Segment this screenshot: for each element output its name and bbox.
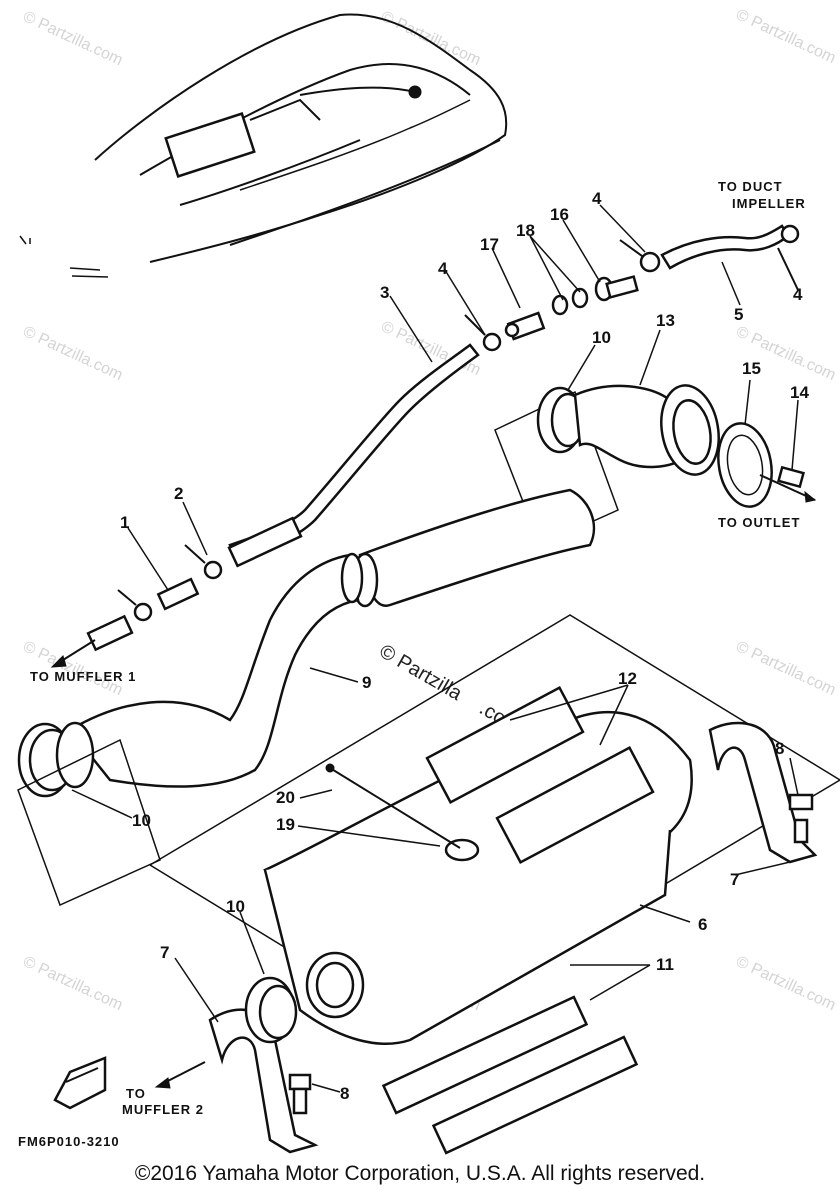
callout-numbers: 1 2 3 4 4 4 5 6 7 7 8 8 9 10 10 10 11 12… (120, 189, 809, 1103)
callout-1: 1 (120, 513, 129, 532)
callout-18: 18 (516, 221, 535, 240)
callout-8: 8 (340, 1084, 349, 1103)
watermark: © Partzilla.com (20, 8, 125, 69)
callout-4: 4 (438, 259, 448, 278)
small-fittings (50, 544, 223, 668)
callout-7: 7 (730, 870, 739, 889)
exhaust-hose (17, 488, 596, 907)
callout-4: 4 (793, 285, 803, 304)
callout-6: 6 (698, 915, 707, 934)
callout-3: 3 (380, 283, 389, 302)
callout-7: 7 (160, 943, 169, 962)
copyright-notice: ©2016 Yamaha Motor Corporation, U.S.A. A… (134, 1162, 706, 1185)
watermark: © Partzilla.com (20, 953, 125, 1014)
diagram-code: FM6P010-3210 (18, 1134, 120, 1149)
watermark: © Partzilla.com (733, 6, 838, 67)
watercraft-illustration (19, 13, 508, 278)
callout-16: 16 (550, 205, 569, 224)
cooling-hose-assembly (227, 224, 800, 568)
callout-12: 12 (618, 669, 637, 688)
callout-5: 5 (734, 305, 743, 324)
callout-17: 17 (480, 235, 499, 254)
callout-10: 10 (592, 328, 611, 347)
watermark: © Partzilla.com (733, 953, 838, 1014)
callout-10: 10 (132, 811, 151, 830)
label-muffler-2: MUFFLER 2 (122, 1102, 204, 1117)
callout-15: 15 (742, 359, 761, 378)
muffler-brackets (154, 721, 818, 1154)
label-to-duct: TO DUCT (718, 179, 783, 194)
label-to: TO (126, 1086, 146, 1101)
direction-labels: TO DUCT IMPELLER TO OUTLET TO MUFFLER 1 … (18, 179, 806, 1149)
callout-2: 2 (174, 484, 183, 503)
watermark: © Partzilla.com (378, 8, 483, 69)
label-to-outlet: TO OUTLET (718, 515, 800, 530)
callout-8: 8 (775, 739, 784, 758)
muffler (148, 614, 840, 1155)
watermark: © Partzilla.com (733, 638, 838, 699)
callout-leaders (71, 204, 799, 1093)
label-impeller: IMPELLER (732, 196, 806, 211)
outlet-elbow-assembly (494, 384, 817, 547)
callout-4: 4 (592, 189, 602, 208)
callout-13: 13 (656, 311, 675, 330)
callout-14: 14 (790, 383, 809, 402)
callout-20: 20 (276, 788, 295, 807)
callout-11: 11 (656, 955, 674, 974)
watermark: © Partzilla.com (20, 323, 125, 384)
callout-10: 10 (226, 897, 245, 916)
front-arrow-icon (53, 1056, 107, 1110)
callout-19: 19 (276, 815, 295, 834)
center-watermark: © Partzilla (376, 640, 467, 705)
callout-9: 9 (362, 673, 371, 692)
label-to-muffler-1: TO MUFFLER 1 (30, 669, 136, 684)
